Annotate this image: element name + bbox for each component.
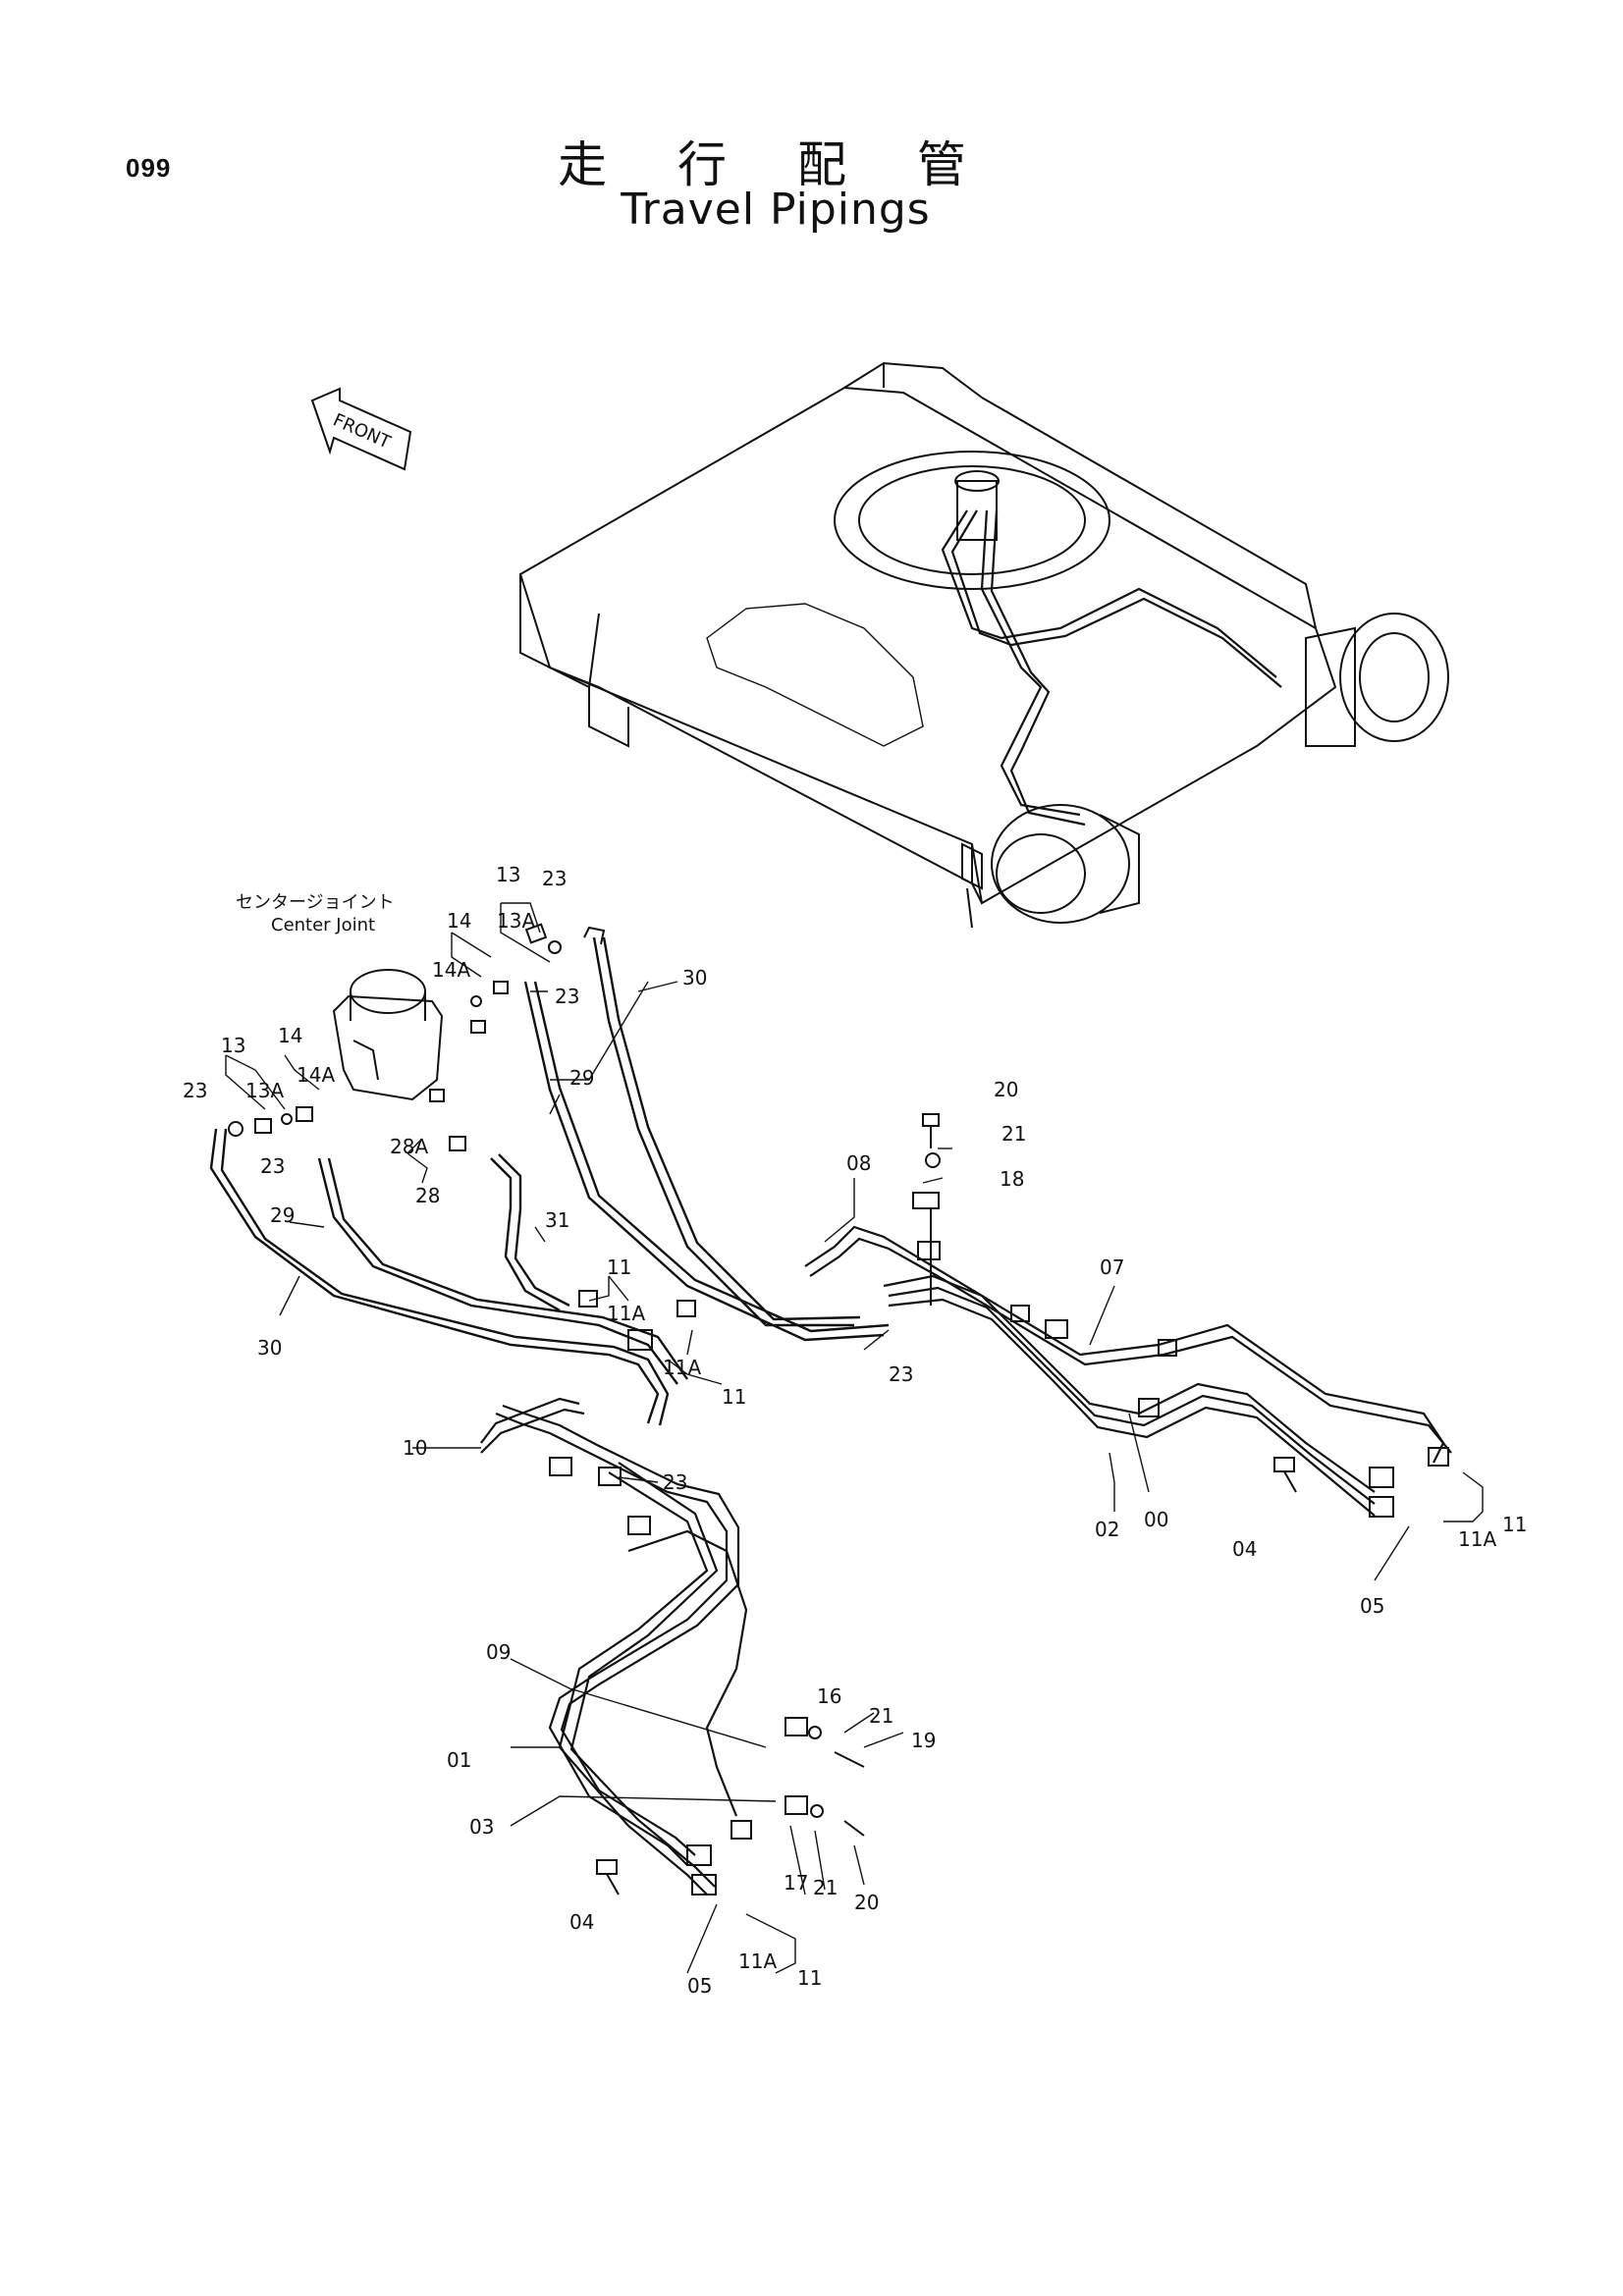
callout-20: 20	[854, 1891, 879, 1914]
callout-05: 05	[1360, 1594, 1384, 1618]
callout-29: 29	[270, 1203, 295, 1227]
callout-11: 11	[722, 1385, 746, 1409]
callout-23: 23	[889, 1362, 913, 1386]
callout-11: 11	[1502, 1513, 1527, 1536]
callout-11a: 11A	[738, 1949, 777, 1973]
page-number: 099	[126, 153, 172, 183]
callout-05: 05	[687, 1974, 712, 1998]
callout-17: 17	[784, 1871, 808, 1895]
page-title-english: Travel Pipings	[621, 185, 931, 235]
callout-11a: 11A	[607, 1302, 645, 1325]
track-frame-drawing	[518, 361, 1449, 929]
callout-23: 23	[555, 985, 579, 1008]
callout-13a: 13A	[245, 1079, 284, 1102]
callout-labels: 13 23 13A 14 14A 23 30 13 14 13A 14A 23 …	[183, 863, 1527, 1998]
steel-pipes-lower	[480, 1397, 1297, 1896]
callout-28a: 28A	[390, 1135, 428, 1158]
callout-28: 28	[415, 1184, 440, 1207]
callout-08: 08	[846, 1151, 871, 1175]
callout-13a: 13A	[497, 909, 535, 933]
callout-13: 13	[221, 1034, 245, 1057]
callout-11: 11	[607, 1255, 631, 1279]
callout-13: 13	[496, 863, 520, 886]
callout-14a: 14A	[297, 1063, 335, 1087]
callout-03: 03	[469, 1815, 494, 1839]
page-title-japanese: 走 行 配 管	[558, 136, 994, 193]
callout-01: 01	[447, 1748, 471, 1772]
center-joint-en-label: Center Joint	[271, 915, 375, 935]
callout-02: 02	[1095, 1518, 1119, 1541]
callout-11a: 11A	[663, 1356, 701, 1379]
callout-09: 09	[486, 1640, 511, 1664]
callout-14: 14	[278, 1024, 302, 1047]
callout-21: 21	[1001, 1122, 1026, 1146]
callout-04: 04	[1232, 1537, 1257, 1561]
callout-10: 10	[403, 1436, 427, 1460]
hose-assemblies-left	[209, 926, 890, 1426]
callout-16: 16	[817, 1684, 841, 1708]
callout-20: 20	[994, 1078, 1018, 1101]
callout-04: 04	[569, 1910, 594, 1934]
fittings	[228, 923, 696, 1351]
callout-14a: 14A	[432, 958, 470, 982]
callout-23: 23	[183, 1079, 207, 1102]
callout-23: 23	[542, 867, 567, 890]
callout-21: 21	[869, 1704, 893, 1728]
steel-pipes-right	[804, 1113, 1452, 1518]
callout-11: 11	[797, 1966, 822, 1990]
front-arrow-icon: FRONT	[310, 387, 412, 471]
callout-18: 18	[1000, 1167, 1024, 1191]
callout-23: 23	[663, 1470, 687, 1494]
callout-19: 19	[911, 1729, 936, 1752]
center-joint-jp-label: センタージョイント	[236, 892, 395, 913]
callout-29: 29	[569, 1066, 594, 1090]
callout-31: 31	[545, 1208, 569, 1232]
callout-00: 00	[1144, 1508, 1168, 1531]
front-label: FRONT	[330, 409, 395, 454]
callout-30: 30	[682, 966, 707, 989]
callout-23: 23	[260, 1154, 285, 1178]
callout-14: 14	[447, 909, 471, 933]
callout-21: 21	[813, 1876, 838, 1899]
callout-07: 07	[1100, 1255, 1124, 1279]
center-joint: センタージョイント Center Joint	[236, 892, 444, 1101]
callout-30: 30	[257, 1336, 282, 1360]
callout-11a: 11A	[1458, 1527, 1496, 1551]
leader-lines	[225, 902, 1484, 1974]
